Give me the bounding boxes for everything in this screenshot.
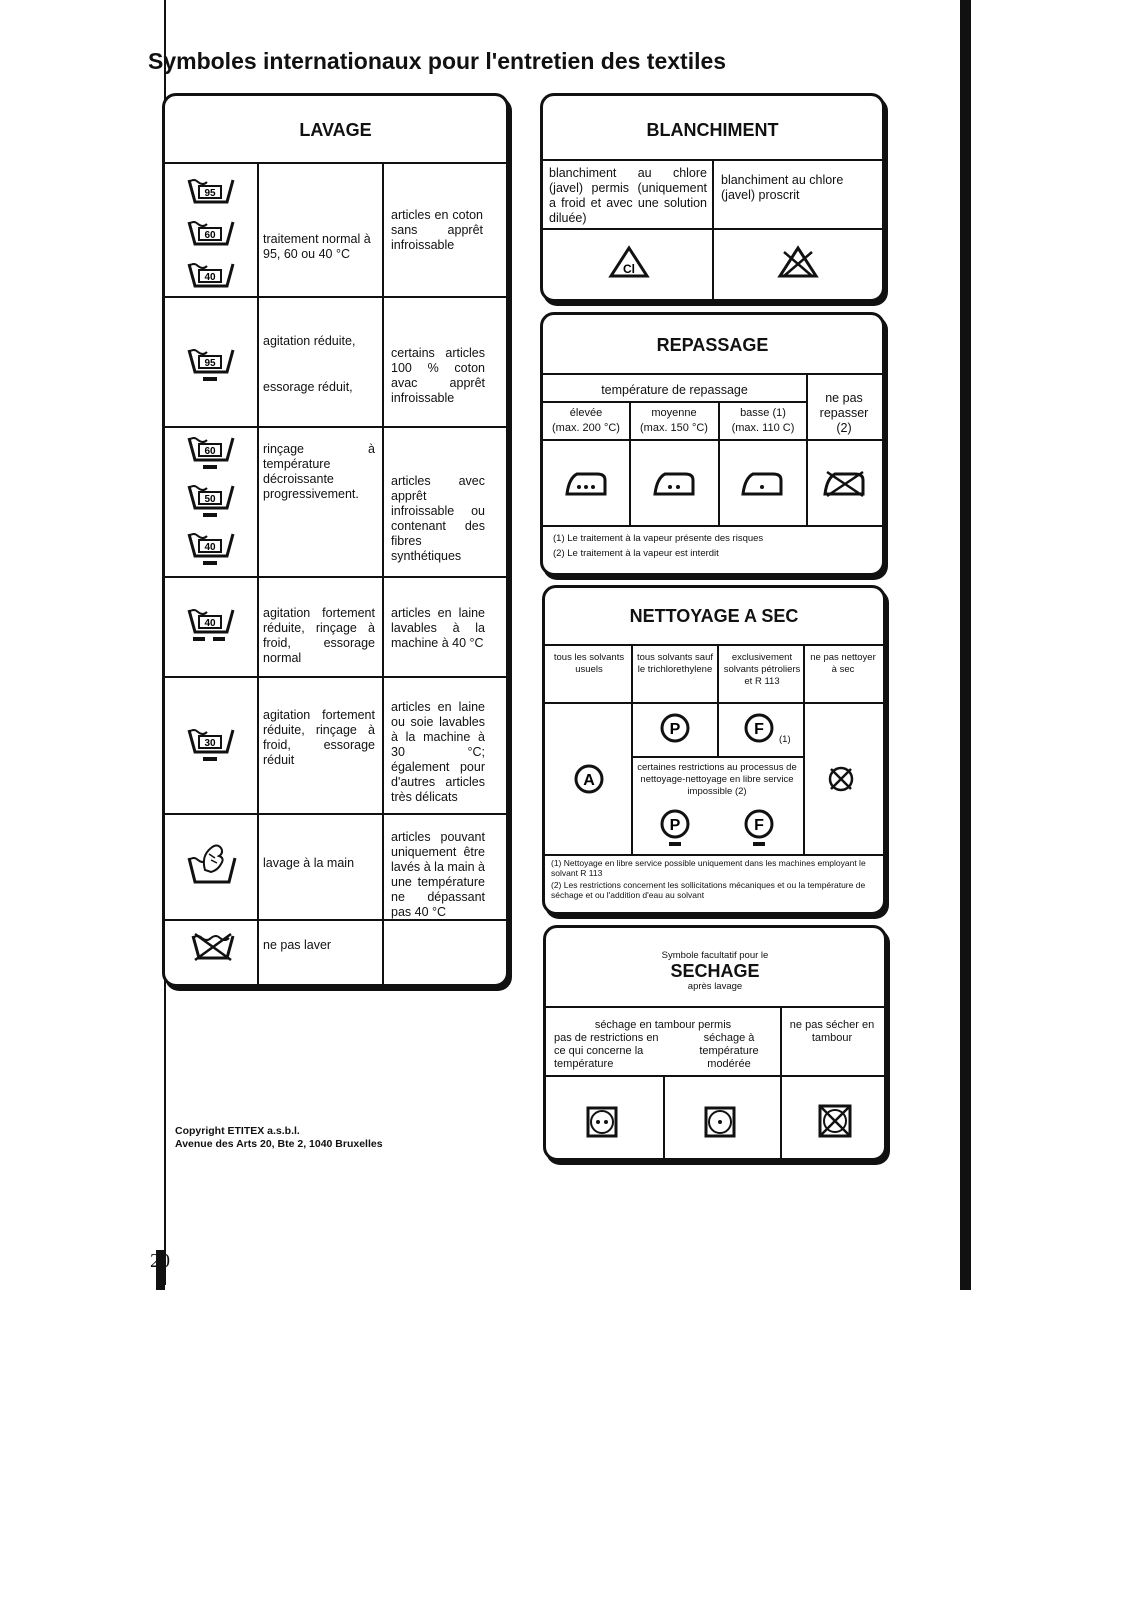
drycleaning-a-letter: A: [583, 772, 595, 789]
wash-tub-40-reduced-icon: 40: [187, 533, 235, 565]
drycleaning-header-3: exclusivement solvants pétroliers et R 1…: [723, 652, 801, 687]
drycleaning-header-1: tous les solvants usuels: [553, 652, 625, 675]
iron-high-max: (max. 200 °C): [552, 422, 620, 434]
lavage-row3-treatment: rinçage à température décroissante progr…: [263, 442, 375, 501]
wash-temp-label: 50: [204, 494, 216, 505]
lavage-row6-treatment: lavage à la main: [263, 856, 355, 870]
moderate-temp-label: séchage à température modérée: [699, 1032, 759, 1070]
iron-note-2: (2) Le traitement à la vapeur est interd…: [553, 548, 719, 559]
iron-low-max: (max. 110 C): [731, 422, 795, 434]
wash-temp-label: 95: [204, 188, 216, 199]
iron-temp-header: température de repassage: [601, 383, 748, 397]
sechage-panel: Symbole facultatif pour le SECHAGE après…: [543, 925, 887, 1161]
repassage-title: REPASSAGE: [656, 335, 769, 355]
drying-pre-title: Symbole facultatif pour le: [661, 950, 769, 961]
no-restriction-label: pas de restrictions en ce qui concerne l…: [554, 1032, 659, 1070]
nettoyage-panel: NETTOYAGE A SEC tous les solvants usuels…: [542, 585, 886, 915]
no-tumble-dry-icon: [818, 1104, 852, 1138]
lavage-row1-articles: articles en coton sans apprêt infroissab…: [391, 208, 483, 252]
lavage-row2-treatment-b: essorage réduit,: [263, 380, 353, 394]
no-tumble-label: ne pas sécher en tambour: [789, 1019, 875, 1044]
page-title: Symboles internationaux pour l'entretien…: [148, 48, 727, 74]
iron-high-label: élevée: [569, 407, 603, 419]
bleach-allowed-icon: Cl: [608, 245, 650, 278]
lavage-row3-articles: articles avec apprêt infroissable ou con…: [391, 474, 485, 563]
drying-title: SECHAGE: [670, 961, 760, 981]
copyright: Copyright ETITEX a.s.b.l. Avenue des Art…: [175, 1125, 383, 1151]
wash-temp-label: 95: [204, 358, 216, 369]
wash-tub-50-reduced-icon: 50: [187, 485, 235, 517]
page-number: 20: [150, 1250, 170, 1272]
wash-tub-95-reduced-icon: 95: [187, 349, 235, 381]
drycleaning-f-restricted-icon: F: [744, 809, 774, 846]
drycleaning-p-restricted-icon: P: [660, 809, 690, 846]
blanchiment-title: BLANCHIMENT: [646, 120, 779, 140]
lavage-row2-articles: certains articles 100 % coton avac apprê…: [391, 346, 485, 405]
drycleaning-p-icon: P: [660, 713, 690, 743]
bleach-forbidden-icon: [777, 245, 819, 278]
copyright-line2: Avenue des Arts 20, Bte 2, 1040 Bruxelle…: [175, 1138, 383, 1150]
drycleaning-f-letter: F: [754, 817, 764, 834]
wash-tub-40-icon: 40: [187, 263, 235, 288]
lavage-panel: LAVAGE 95 60 40 traitement normal à 95, …: [162, 93, 509, 987]
drycleaning-header-2: tous solvants sauf le trichlorethylene: [636, 652, 714, 675]
iron-high-icon: [565, 472, 607, 496]
wash-tub-60-reduced-icon: 60: [187, 437, 235, 469]
nettoyage-title: NETTOYAGE A SEC: [629, 606, 799, 626]
wash-temp-label: 40: [204, 542, 216, 553]
wash-tub-30-gentle-icon: 30: [187, 729, 235, 761]
lavage-row2-treatment: agitation réduite,: [263, 334, 356, 348]
blanchiment-panel: BLANCHIMENT blanchiment au chlore (javel…: [540, 93, 885, 302]
repassage-panel: REPASSAGE température de repassage ne pa…: [540, 312, 885, 576]
iron-medium-max: (max. 150 °C): [640, 422, 708, 434]
bleach-forbidden-text: blanchiment au chlore (javel) proscrit: [721, 173, 844, 202]
no-drycleaning-icon: [828, 766, 854, 792]
tumble-dry-low-icon: [704, 1106, 736, 1138]
wash-tub-95-icon: 95: [187, 179, 235, 204]
drycleaning-f-note: (1): [779, 734, 791, 745]
drying-post-title: après lavage: [687, 981, 743, 992]
drycleaning-note-1: (1) Nettoyage en libre service possible …: [551, 858, 866, 878]
iron-low-icon: [741, 472, 783, 496]
copyright-line1: Copyright ETITEX a.s.b.l.: [175, 1125, 300, 1137]
iron-medium-icon: [653, 472, 695, 496]
wash-temp-label: 40: [204, 618, 216, 629]
do-not-wash-icon: [191, 932, 235, 962]
drycleaning-restriction-text: certaines restrictions au processus de n…: [637, 762, 797, 797]
wash-temp-label: 60: [204, 446, 216, 457]
drycleaning-p-letter: P: [670, 721, 681, 738]
wash-tub-60-icon: 60: [187, 221, 235, 246]
wash-temp-label: 40: [204, 272, 216, 283]
drycleaning-a-icon: A: [574, 764, 604, 794]
lavage-row5-treatment: agitation fortement réduite, rinçage à f…: [263, 708, 375, 767]
lavage-row6-articles: articles pouvant uniquement être lavés à…: [391, 830, 485, 919]
iron-note-1: (1) Le traitement à la vapeur présente d…: [553, 533, 764, 544]
tumble-dry-high-icon: [586, 1106, 618, 1138]
drycleaning-f-letter: F: [754, 721, 764, 738]
drycleaning-note-2: (2) Les restrictions concernent les soll…: [551, 880, 866, 900]
drycleaning-p-letter: P: [670, 817, 681, 834]
iron-medium-label: moyenne: [651, 407, 697, 419]
lavage-row7-treatment: ne pas laver: [263, 938, 332, 952]
no-iron-icon: [823, 470, 865, 498]
bleach-allowed-text: blanchiment au chlore (javel) permis (un…: [549, 166, 707, 225]
wash-temp-label: 60: [204, 230, 216, 241]
lavage-row1-treatment: traitement normal à 95, 60 ou 40 °C: [263, 232, 371, 261]
right-binding-bar: [960, 0, 971, 1290]
hand-wash-icon: [187, 844, 237, 884]
wash-temp-label: 30: [204, 738, 216, 749]
lavage-row4-treatment: agitation fortement réduite, rinçage à f…: [263, 606, 375, 665]
iron-low-label: basse (1): [740, 407, 786, 419]
lavage-title: LAVAGE: [299, 120, 372, 140]
lavage-row5-articles: articles en laine ou soie lavables à la …: [391, 700, 485, 804]
drycleaning-header-4: ne pas nettoyer à sec: [810, 652, 876, 675]
drycleaning-f-icon: F: [744, 713, 774, 743]
no-iron-label: ne pas repasser (2): [819, 391, 869, 435]
bleach-symbol-text: Cl: [623, 262, 635, 276]
lavage-row4-articles: articles en laine lavables à la machine …: [391, 606, 485, 650]
bottom-left-bar: [156, 1250, 165, 1290]
tumble-allowed-label: séchage en tambour permis: [594, 1019, 732, 1031]
wash-tub-40-gentle-icon: 40: [187, 609, 235, 641]
